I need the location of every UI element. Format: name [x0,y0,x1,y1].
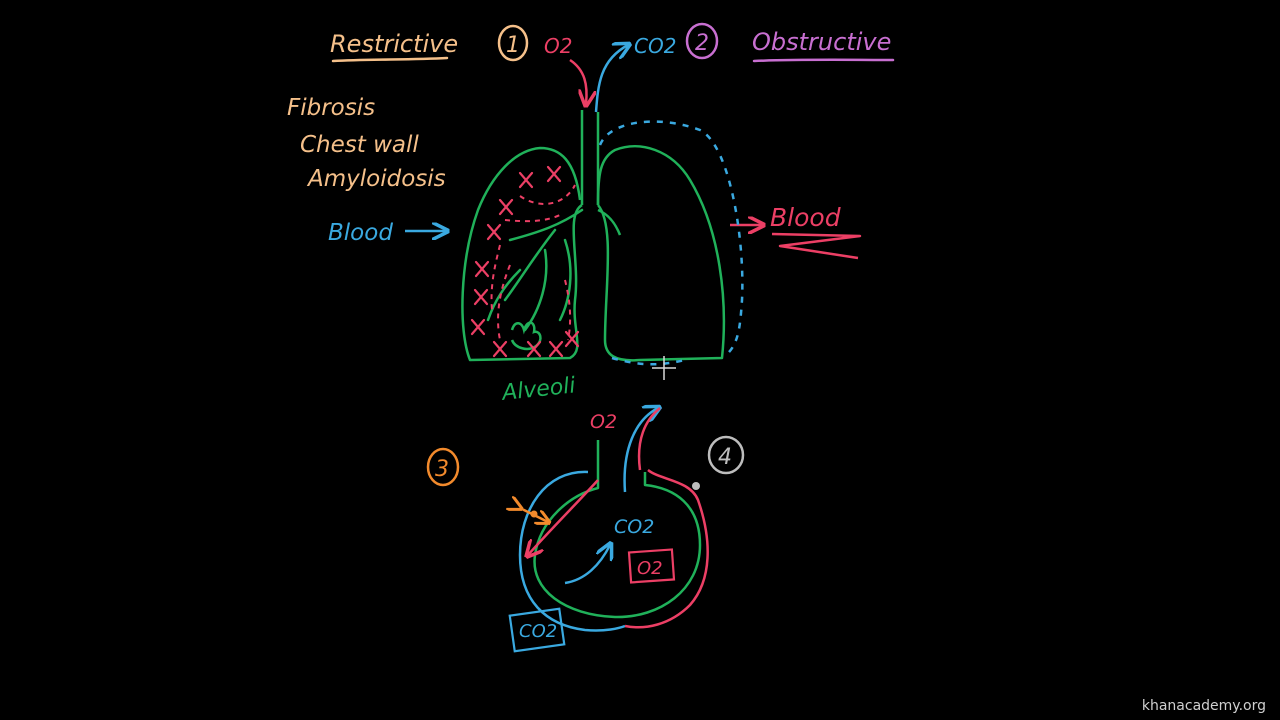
co2-capillary-path [518,470,626,632]
capillary-point [692,482,700,490]
co2-diffusion-arrow [564,545,610,585]
right-bronchus-stub [597,208,622,236]
left-lung-outline [461,146,583,362]
right-lung-outline [596,145,726,362]
step-3-label: 3 [435,457,449,482]
alveoli-label: Alveoli [499,373,577,406]
membrane-dot [530,510,538,518]
fibrosis-x-marks [470,165,580,358]
o2-box [627,548,676,584]
fibrosis-dashed-boundary [490,184,576,341]
co2-box-label: CO2 [519,621,557,642]
alveoli-cluster [510,321,542,351]
obstructive-heading: Obstructive [752,28,891,56]
co2-box [508,607,566,653]
step-4-label: 4 [718,445,732,470]
co2-alveolus-label: CO2 [614,516,654,538]
o2-box-label: O2 [637,558,663,579]
watermark: khanacademy.org [1141,698,1266,714]
o2-alveolus-label: O2 [590,411,617,433]
right-lung-dashed-outline [598,120,744,366]
o2-capillary-path [624,407,709,629]
left-bronchus-tree [486,208,584,332]
blood-right-underline [771,232,862,260]
restrictive-heading: Restrictive [330,30,458,58]
o2-top-label: O2 [544,34,572,58]
step-2-circle [685,22,719,60]
blood-right-label: Blood [770,203,841,232]
co2-outflow-arrow [594,45,628,113]
cause-amyloidosis: Amyloidosis [306,166,446,192]
obstructive-underline [752,58,895,63]
cause-chest-wall: Chest wall [300,132,419,158]
cursor-crosshair-icon [652,356,676,380]
blood-left-label: Blood [328,220,393,246]
step-1-circle [497,24,529,62]
cause-fibrosis: Fibrosis [287,95,375,121]
step-3-circle [426,447,460,487]
o2-inflow-arrow [569,58,587,104]
step-2-label: 2 [695,31,709,56]
co2-exit-arrow [623,408,658,493]
trachea [580,110,600,205]
co2-top-label: CO2 [634,34,676,58]
restrictive-underline [331,56,449,63]
o2-diffusion-arrow [528,479,599,555]
step-4-circle [707,435,745,475]
step-1-label: 1 [506,33,520,58]
